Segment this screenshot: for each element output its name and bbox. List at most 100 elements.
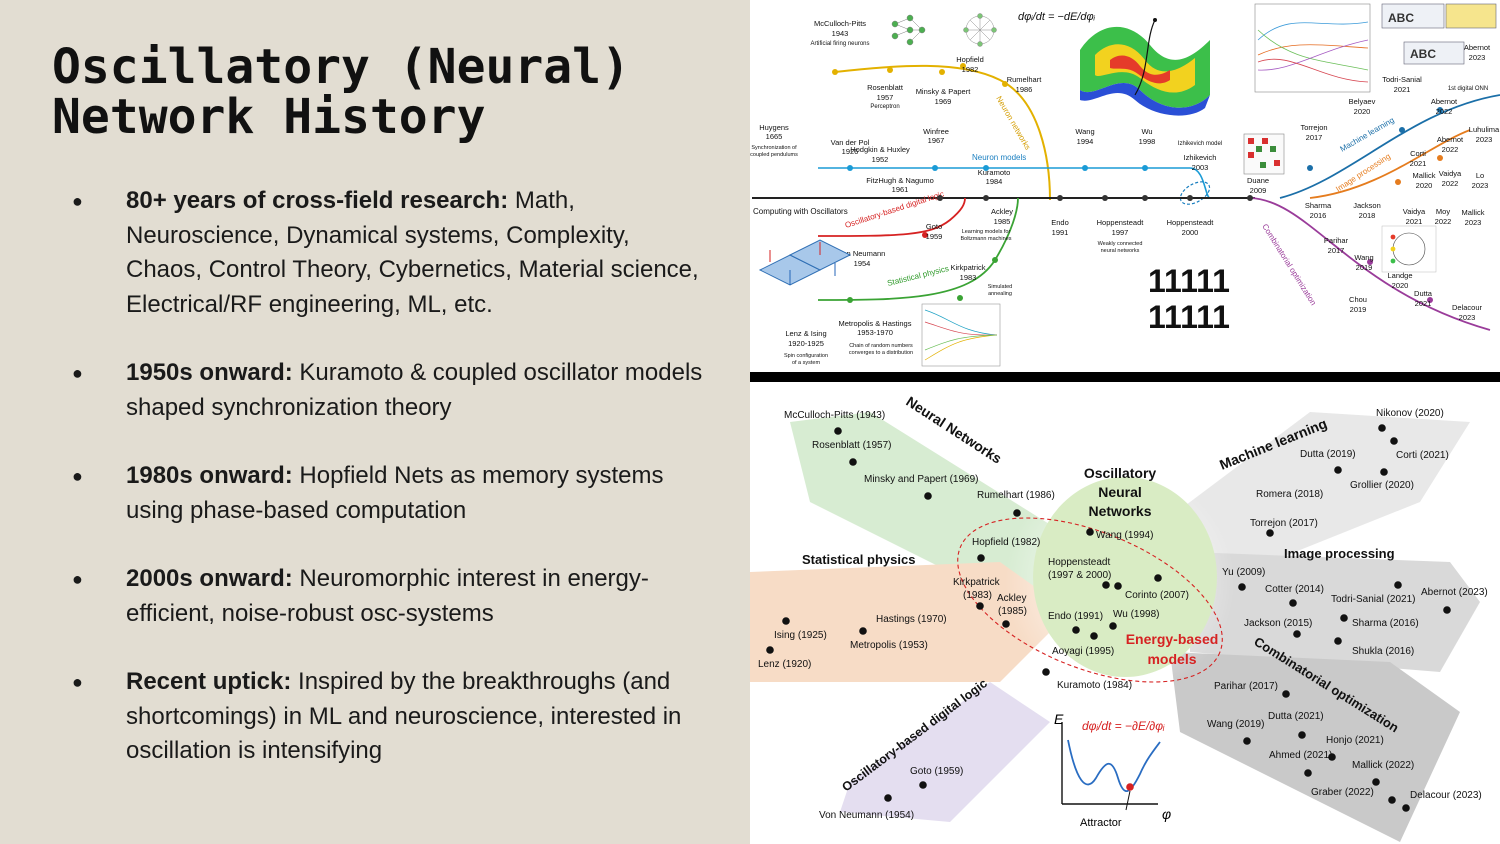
energy-axis-phi-label: φ — [1162, 806, 1171, 822]
ml-branch-label: Machine learning — [1339, 115, 1396, 153]
entry-moy: Moy — [1436, 207, 1450, 216]
energy-axis-e-label: E — [1054, 711, 1064, 727]
neuron-models-label: Neuron models — [972, 153, 1026, 162]
label-minsky: Minsky and Papert (1969) — [864, 474, 979, 485]
point — [1388, 796, 1396, 804]
dot — [1427, 297, 1433, 303]
entry-lenz-note1: Spin configuration — [784, 353, 828, 359]
dot — [922, 232, 928, 238]
entry-fitzhugh-year: 1961 — [892, 185, 909, 194]
entry-landge-year: 2020 — [1392, 281, 1409, 290]
bullet-item: 1950s onward: Kuramoto & coupled oscilla… — [72, 356, 712, 425]
label-ackley2: (1985) — [998, 606, 1027, 617]
label-aoyagi: Aoyagi (1995) — [1052, 646, 1114, 657]
combo-branch-label: Combinatorial optimization — [1260, 222, 1318, 307]
label-yu: Yu (2009) — [1222, 567, 1265, 578]
digit-grid-image: 11111 11111 — [1148, 263, 1230, 335]
entry-dutta-year: 2021 — [1415, 299, 1432, 308]
label-dutta2019: Dutta (2019) — [1300, 449, 1356, 460]
entry-wang2019-year: 2019 — [1356, 263, 1373, 272]
point — [1340, 614, 1348, 622]
image-wedge — [1190, 552, 1480, 672]
point — [1086, 528, 1094, 536]
entry-vonneumann: von Neumann — [839, 249, 886, 258]
ising-lattice-image — [758, 239, 852, 286]
point — [1328, 753, 1336, 761]
ml-branch-curve — [1279, 94, 1500, 199]
entry-rumelhart: Rumelhart — [1007, 75, 1043, 84]
entry-corti-year: 2021 — [1410, 159, 1427, 168]
bullet-item: 1980s onward: Hopfield Nets as memory sy… — [72, 459, 712, 528]
axis-label: Computing with Oscillators — [753, 207, 848, 216]
entry-wu: Wu — [1141, 127, 1152, 136]
logic-branch-curve — [817, 197, 966, 237]
entry-abernot2022b: Abernot — [1437, 135, 1464, 144]
label-torrejon: Torrejon (2017) — [1250, 518, 1318, 529]
logic-wedge — [840, 682, 1050, 822]
entry-landge: Landge — [1387, 271, 1412, 280]
entry-hopp-note1: Weakly connected — [1098, 241, 1143, 247]
entry-duane-year: 2009 — [1250, 186, 1267, 195]
entry-todri-year: 2021 — [1394, 85, 1411, 94]
dot — [1187, 195, 1193, 201]
energy-dashed-ellipse — [957, 517, 1223, 683]
label-grollier: Grollier (2020) — [1350, 480, 1414, 491]
entry-vaidya2022-year: 2022 — [1442, 179, 1459, 188]
dot — [992, 257, 998, 263]
bullet-text: Hopfield Nets as memory systems using ph… — [126, 462, 664, 524]
bullet-text: Inspired by the breakthroughs (and short… — [126, 668, 682, 764]
point — [919, 781, 927, 789]
entry-mallick2020: Mallick — [1413, 171, 1436, 180]
entry-abernot2022: Abernot — [1431, 97, 1458, 106]
dot — [960, 63, 966, 69]
dot — [932, 165, 938, 171]
entry-kuramoto: Kuramoto — [978, 168, 1011, 177]
neuron-models-curve — [818, 167, 1211, 199]
dot — [847, 165, 853, 171]
entry-winfree-year: 1967 — [928, 136, 945, 145]
label-rosenblatt: Rosenblatt (1957) — [812, 440, 892, 451]
entry-chou: Chou — [1349, 295, 1367, 304]
label-cotter: Cotter (2014) — [1265, 584, 1324, 595]
label-kuramoto: Kuramoto (1984) — [1057, 680, 1132, 691]
label-delacour: Delacour (2023) — [1410, 790, 1482, 801]
entry-sharma: Sharma — [1305, 201, 1332, 210]
entry-hopp-note2: neural networks — [1101, 248, 1140, 254]
entry-abernot2022-year: 2022 — [1436, 107, 1453, 116]
entry-mallick2020-year: 2020 — [1416, 181, 1433, 190]
entry-dutta: Dutta — [1414, 289, 1433, 298]
entry-lenz-note2: of a system — [792, 360, 821, 366]
label-dutta2021: Dutta (2021) — [1268, 711, 1324, 722]
energy-surface-image — [1080, 18, 1210, 116]
label-corinto: Corinto (2007) — [1125, 590, 1189, 601]
entry-izhikevich: Izhikevich — [1184, 153, 1217, 162]
point — [1304, 769, 1312, 777]
entry-mallick2023-year: 2023 — [1465, 218, 1482, 227]
entry-first-onn: 1st digital ONN — [1448, 86, 1488, 92]
point — [884, 794, 892, 802]
entry-ackley-note1: Learning models for — [962, 229, 1011, 235]
bullet-item: 2000s onward: Neuromorphic interest in e… — [72, 562, 712, 631]
point — [1402, 804, 1410, 812]
onn-green-blob — [1033, 477, 1217, 677]
dot — [847, 297, 853, 303]
entry-lenz-year: 1920-1925 — [788, 339, 824, 348]
dot — [957, 295, 963, 301]
cluster-title-stats: Statistical physics — [802, 552, 915, 567]
izhikevich-ellipse — [1179, 181, 1211, 205]
onn-title-3: Networks — [1088, 503, 1151, 519]
entry-jackson: Jackson — [1353, 201, 1381, 210]
label-todri: Todri-Sanial (2021) — [1331, 594, 1416, 605]
entry-metro-note1: Chain of random numbers — [849, 343, 913, 349]
dot — [1367, 259, 1373, 265]
cluster-figure: Neural Networks Machine learning Statist… — [750, 393, 1488, 842]
label-lenz: Lenz (1920) — [758, 659, 811, 670]
energy-title-1: Energy-based — [1126, 631, 1219, 647]
phase-plot-image — [1254, 3, 1371, 93]
label-ackley1: Ackley — [997, 593, 1026, 604]
nn-network-icon — [891, 14, 926, 46]
entry-lenz: Lenz & Ising — [785, 329, 826, 338]
cluster-points — [766, 424, 1451, 812]
combo-branch-curve — [1249, 197, 1491, 331]
entry-vonneumann-year: 1954 — [854, 259, 871, 268]
